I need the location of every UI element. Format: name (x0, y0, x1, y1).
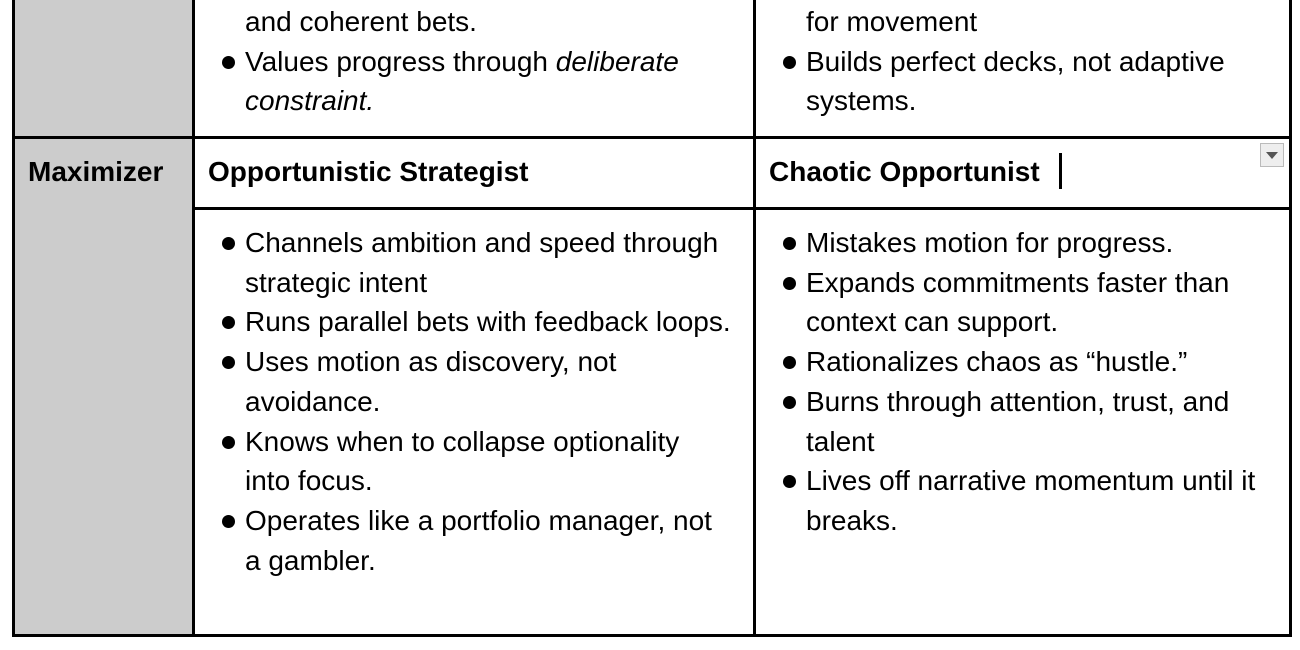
border (192, 207, 1292, 210)
list-item: Runs parallel bets with feedback loops. (222, 302, 732, 342)
border (192, 0, 195, 637)
row-label: Maximizer (28, 156, 164, 187)
text-cursor (1059, 153, 1062, 189)
list-item: Burns through attention, trust, and tale… (783, 382, 1278, 461)
border (753, 0, 756, 637)
header-chaotic-opportunist[interactable]: Chaotic Opportunist (769, 156, 1040, 187)
top-row-col3[interactable]: for movement Builds perfect decks, not a… (783, 2, 1278, 121)
chevron-down-icon[interactable] (1260, 143, 1284, 167)
list-item: Values progress through deliberate const… (222, 42, 742, 121)
row-label-cell-top (14, 0, 194, 636)
list-item: Mistakes motion for progress. (783, 223, 1278, 263)
list-item: Knows when to collapse optionality into … (222, 422, 732, 501)
list-item: Rationalizes chaos as “hustle.” (783, 342, 1278, 382)
list-item: Operates like a portfolio manager, not a… (222, 501, 732, 580)
col3-body[interactable]: Mistakes motion for progress. Expands co… (783, 223, 1278, 541)
border (12, 136, 1292, 139)
list-item: Builds perfect decks, not adaptive syste… (783, 42, 1278, 121)
header-opportunistic-strategist[interactable]: Opportunistic Strategist (208, 156, 529, 187)
border (12, 634, 1292, 637)
continuation-text: for movement (806, 6, 978, 37)
list-item: Expands commitments faster than context … (783, 263, 1278, 342)
list-item: Channels ambition and speed through stra… (222, 223, 732, 302)
top-row-col2[interactable]: and coherent bets. Values progress throu… (222, 2, 742, 121)
col2-body[interactable]: Channels ambition and speed through stra… (222, 223, 732, 580)
border (12, 0, 15, 637)
list-item: Lives off narrative momentum until it br… (783, 461, 1278, 540)
list-item: Uses motion as discovery, not avoidance. (222, 342, 732, 421)
border (1289, 0, 1292, 637)
continuation-text: and coherent bets. (245, 6, 477, 37)
